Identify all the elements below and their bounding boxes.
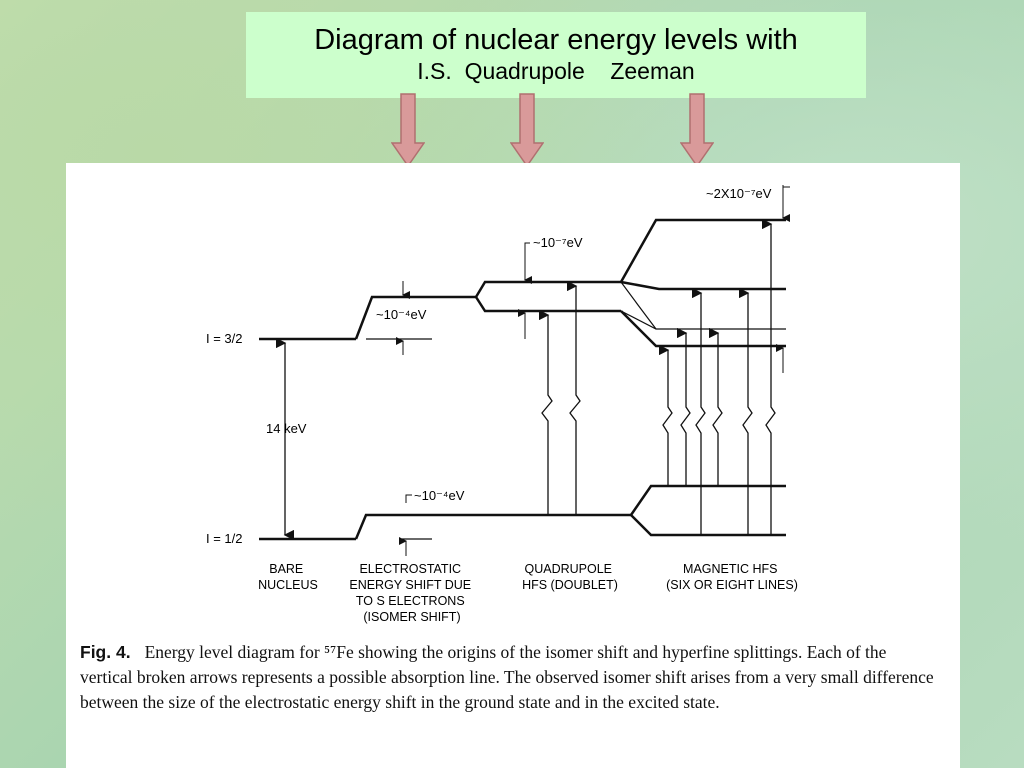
- quadrupole-lower-level: [474, 296, 621, 313]
- title-line-1: Diagram of nuclear energy levels with: [314, 24, 798, 56]
- ground-shift-label: ~10⁻⁴eV: [414, 488, 465, 503]
- electrostatic-label-3: TO S ELECTRONS: [356, 594, 465, 608]
- excited-spin-label: I = 3/2: [206, 331, 243, 346]
- zeeman-pointer-arrow: [680, 93, 714, 167]
- quadrupole-splitting-label: ~10⁻⁷eV: [533, 235, 583, 250]
- figure-caption: Fig. 4.Energy level diagram for ⁵⁷Fe sho…: [80, 640, 940, 715]
- magnetic-label-2: (SIX OR EIGHT LINES): [666, 578, 798, 592]
- zeeman-splitting-label: ~2X10⁻⁷eV: [706, 186, 772, 201]
- magnetic-label-1: MAGNETIC HFS: [683, 562, 777, 576]
- electrostatic-label-4: (ISOMER SHIFT): [363, 610, 460, 624]
- svg-text:BARE NUCLEUS: BARE NUCLEUS: [258, 562, 318, 592]
- electrostatic-label-2: ENERGY SHIFT DUE: [349, 578, 471, 592]
- title-box: Diagram of nuclear energy levels with I.…: [246, 12, 866, 98]
- bare-label-1: BARE: [269, 562, 303, 576]
- energy-level-diagram: I = 3/2 I = 1/2 14 keV ~10⁻⁴eV ~10⁻⁴eV ~…: [206, 185, 798, 624]
- quadrupole-label-2: HFS (DOUBLET): [522, 578, 618, 592]
- quadrupole-upper-level: [474, 280, 621, 298]
- figure-panel: I = 3/2 I = 1/2 14 keV ~10⁻⁴eV ~10⁻⁴eV ~…: [66, 163, 960, 768]
- quadrupole-label-1: QUADRUPOLE: [524, 562, 612, 576]
- shifted-ground-level: [354, 513, 631, 540]
- shifted-excited-level: [354, 295, 476, 340]
- transition-energy-label: 14 keV: [266, 421, 307, 436]
- bare-label-2: NUCLEUS: [258, 578, 318, 592]
- svg-text:MAGNETIC HFS (SIX OR EIG: MAGNETIC HFS (SIX OR EIGHT LINES): [666, 562, 798, 592]
- caption-text: Energy level diagram for ⁵⁷Fe showing th…: [80, 642, 934, 712]
- isomer-shift-pointer-arrow: [391, 93, 425, 167]
- caption-label: Fig. 4.: [80, 642, 131, 662]
- electrostatic-label-1: ELECTROSTATIC: [359, 562, 461, 576]
- svg-text:QUADRUPOLE HFS (DOUBLET): QUADRUPOLE HFS (DOUBLET): [522, 562, 618, 592]
- excited-shift-label: ~10⁻⁴eV: [376, 307, 427, 322]
- svg-text:ELECTROSTATIC ENERGY SHI: ELECTROSTATIC ENERGY SHIFT DUE TO S ELEC…: [349, 562, 474, 624]
- title-line-2: I.S. Quadrupole Zeeman: [417, 58, 695, 84]
- quadrupole-pointer-arrow: [510, 93, 544, 167]
- ground-spin-label: I = 1/2: [206, 531, 243, 546]
